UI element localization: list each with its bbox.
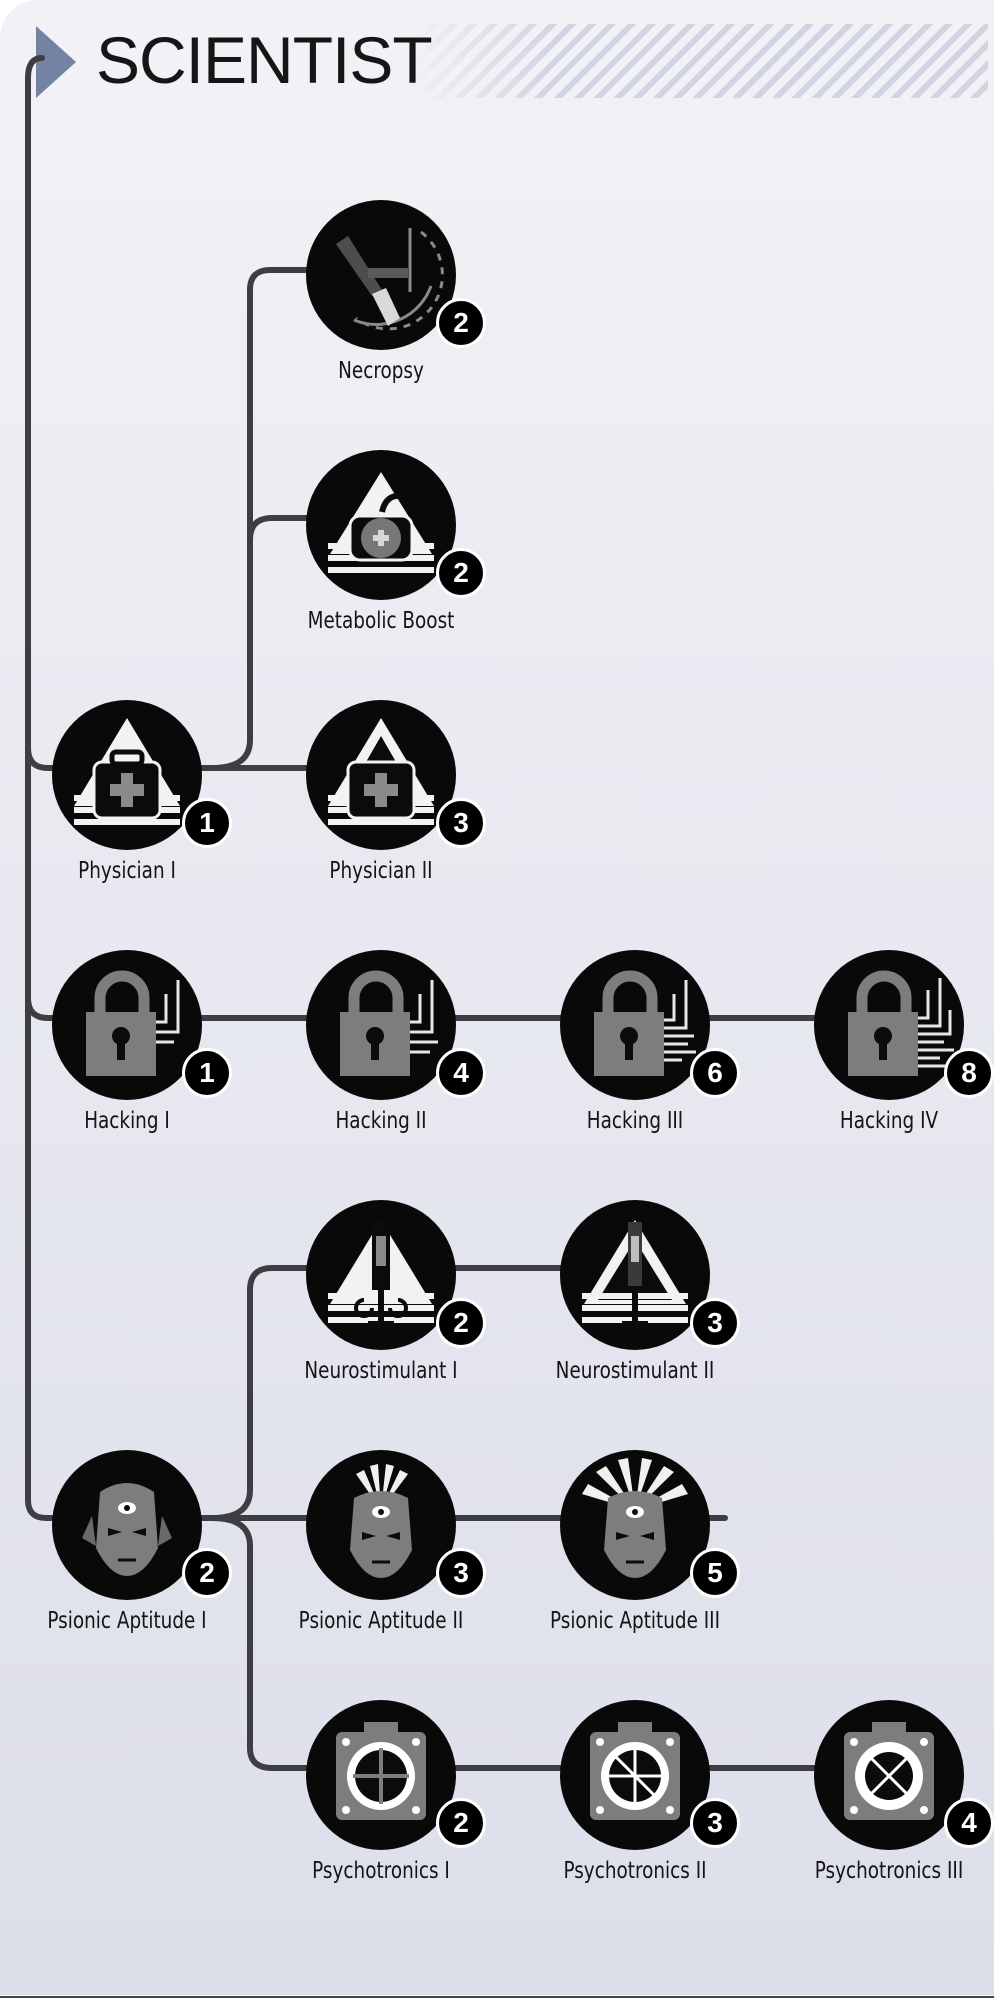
skill-label: Neurostimulant II <box>555 1358 715 1384</box>
cost-badge: 2 <box>436 548 486 598</box>
medkit-icon <box>52 700 202 850</box>
skill-label: Hacking III <box>586 1108 684 1134</box>
cost-badge: 4 <box>436 1048 486 1098</box>
skill-label: Necropsy <box>338 358 424 384</box>
padlock-circuit-icon <box>306 950 456 1100</box>
skill-psionic-3[interactable]: 5 Psionic Aptitude III <box>518 1450 740 1650</box>
cost-badge: 3 <box>690 1798 740 1848</box>
skill-label: Psionic Aptitude I <box>47 1608 207 1634</box>
skill-label: Metabolic Boost <box>307 608 455 634</box>
skill-hacking-4[interactable]: 8 Hacking IV <box>772 950 994 1150</box>
skill-hacking-3[interactable]: 6 Hacking III <box>518 950 740 1150</box>
padlock-circuit-icon <box>814 950 964 1100</box>
skill-physician-1[interactable]: 1 Physician I <box>10 700 232 900</box>
header-stripe <box>410 24 988 98</box>
skill-psychotronics-1[interactable]: 2 Psychotronics I <box>264 1700 486 1900</box>
skill-label: Psychotronics I <box>312 1858 450 1884</box>
neuro-branch-line <box>209 1265 621 1521</box>
skill-label: Physician I <box>78 858 176 884</box>
page-title: SCIENTIST <box>96 23 433 97</box>
skill-physician-2[interactable]: 3 Physician II <box>264 700 486 900</box>
cost-badge: 1 <box>182 1048 232 1098</box>
psychotronics-branch-line <box>209 1515 863 1771</box>
cost-badge: 3 <box>436 798 486 848</box>
scalpel-icon <box>306 200 456 350</box>
skill-label: Hacking IV <box>839 1108 939 1134</box>
physician-branch-line <box>25 745 63 771</box>
psychotronic-device-icon <box>560 1700 710 1850</box>
skill-label: Psionic Aptitude II <box>298 1608 464 1634</box>
cost-badge: 2 <box>436 1798 486 1848</box>
cost-badge: 2 <box>182 1548 232 1598</box>
hacking-branch-line <box>25 995 63 1021</box>
psionic-face-icon <box>306 1450 456 1600</box>
skill-necropsy[interactable]: 2 Necropsy <box>264 200 486 400</box>
skill-psionic-2[interactable]: 3 Psionic Aptitude II <box>264 1450 486 1650</box>
skill-psychotronics-3[interactable]: 4 Psychotronics III <box>772 1700 994 1900</box>
syringe-icon <box>560 1200 710 1350</box>
metabolic-kit-icon <box>306 450 456 600</box>
header-arrow-icon <box>36 26 76 98</box>
psionic-face-icon <box>560 1450 710 1600</box>
cost-badge: 3 <box>436 1548 486 1598</box>
bottom-rule <box>0 1996 994 1998</box>
medkit-icon <box>306 700 456 850</box>
cost-badge: 2 <box>436 1298 486 1348</box>
cost-badge: 4 <box>944 1798 994 1848</box>
skill-label: Physician II <box>329 858 433 884</box>
syringe-icon <box>306 1200 456 1350</box>
psionic-face-icon <box>52 1450 202 1600</box>
trunk-line <box>25 55 63 1521</box>
psychotronic-device-icon <box>306 1700 456 1850</box>
skill-psionic-1[interactable]: 2 Psionic Aptitude I <box>10 1450 232 1650</box>
skill-hacking-2[interactable]: 4 Hacking II <box>264 950 486 1150</box>
skill-label: Neurostimulant I <box>304 1358 458 1384</box>
cost-badge: 1 <box>182 798 232 848</box>
skill-label: Psychotronics III <box>814 1858 964 1884</box>
skill-label: Hacking I <box>84 1108 170 1134</box>
skill-neurostimulant-1[interactable]: 2 Neurostimulant I <box>264 1200 486 1400</box>
skill-metabolic-boost[interactable]: 2 Metabolic Boost <box>264 450 486 650</box>
physician-up-branch-line <box>209 267 393 771</box>
skill-neurostimulant-2[interactable]: 3 Neurostimulant II <box>518 1200 740 1400</box>
psychotronic-device-icon <box>814 1700 964 1850</box>
cost-badge: 2 <box>436 298 486 348</box>
skill-label: Psychotronics II <box>563 1858 707 1884</box>
cost-badge: 6 <box>690 1048 740 1098</box>
cost-badge: 3 <box>690 1298 740 1348</box>
skill-hacking-1[interactable]: 1 Hacking I <box>10 950 232 1150</box>
cost-badge: 8 <box>944 1048 994 1098</box>
metabolic-branch-line <box>247 515 348 543</box>
skill-psychotronics-2[interactable]: 3 Psychotronics II <box>518 1700 740 1900</box>
skill-label: Psionic Aptitude III <box>549 1608 721 1634</box>
padlock-circuit-icon <box>52 950 202 1100</box>
padlock-circuit-icon <box>560 950 710 1100</box>
cost-badge: 5 <box>690 1548 740 1598</box>
skill-label: Hacking II <box>335 1108 427 1134</box>
